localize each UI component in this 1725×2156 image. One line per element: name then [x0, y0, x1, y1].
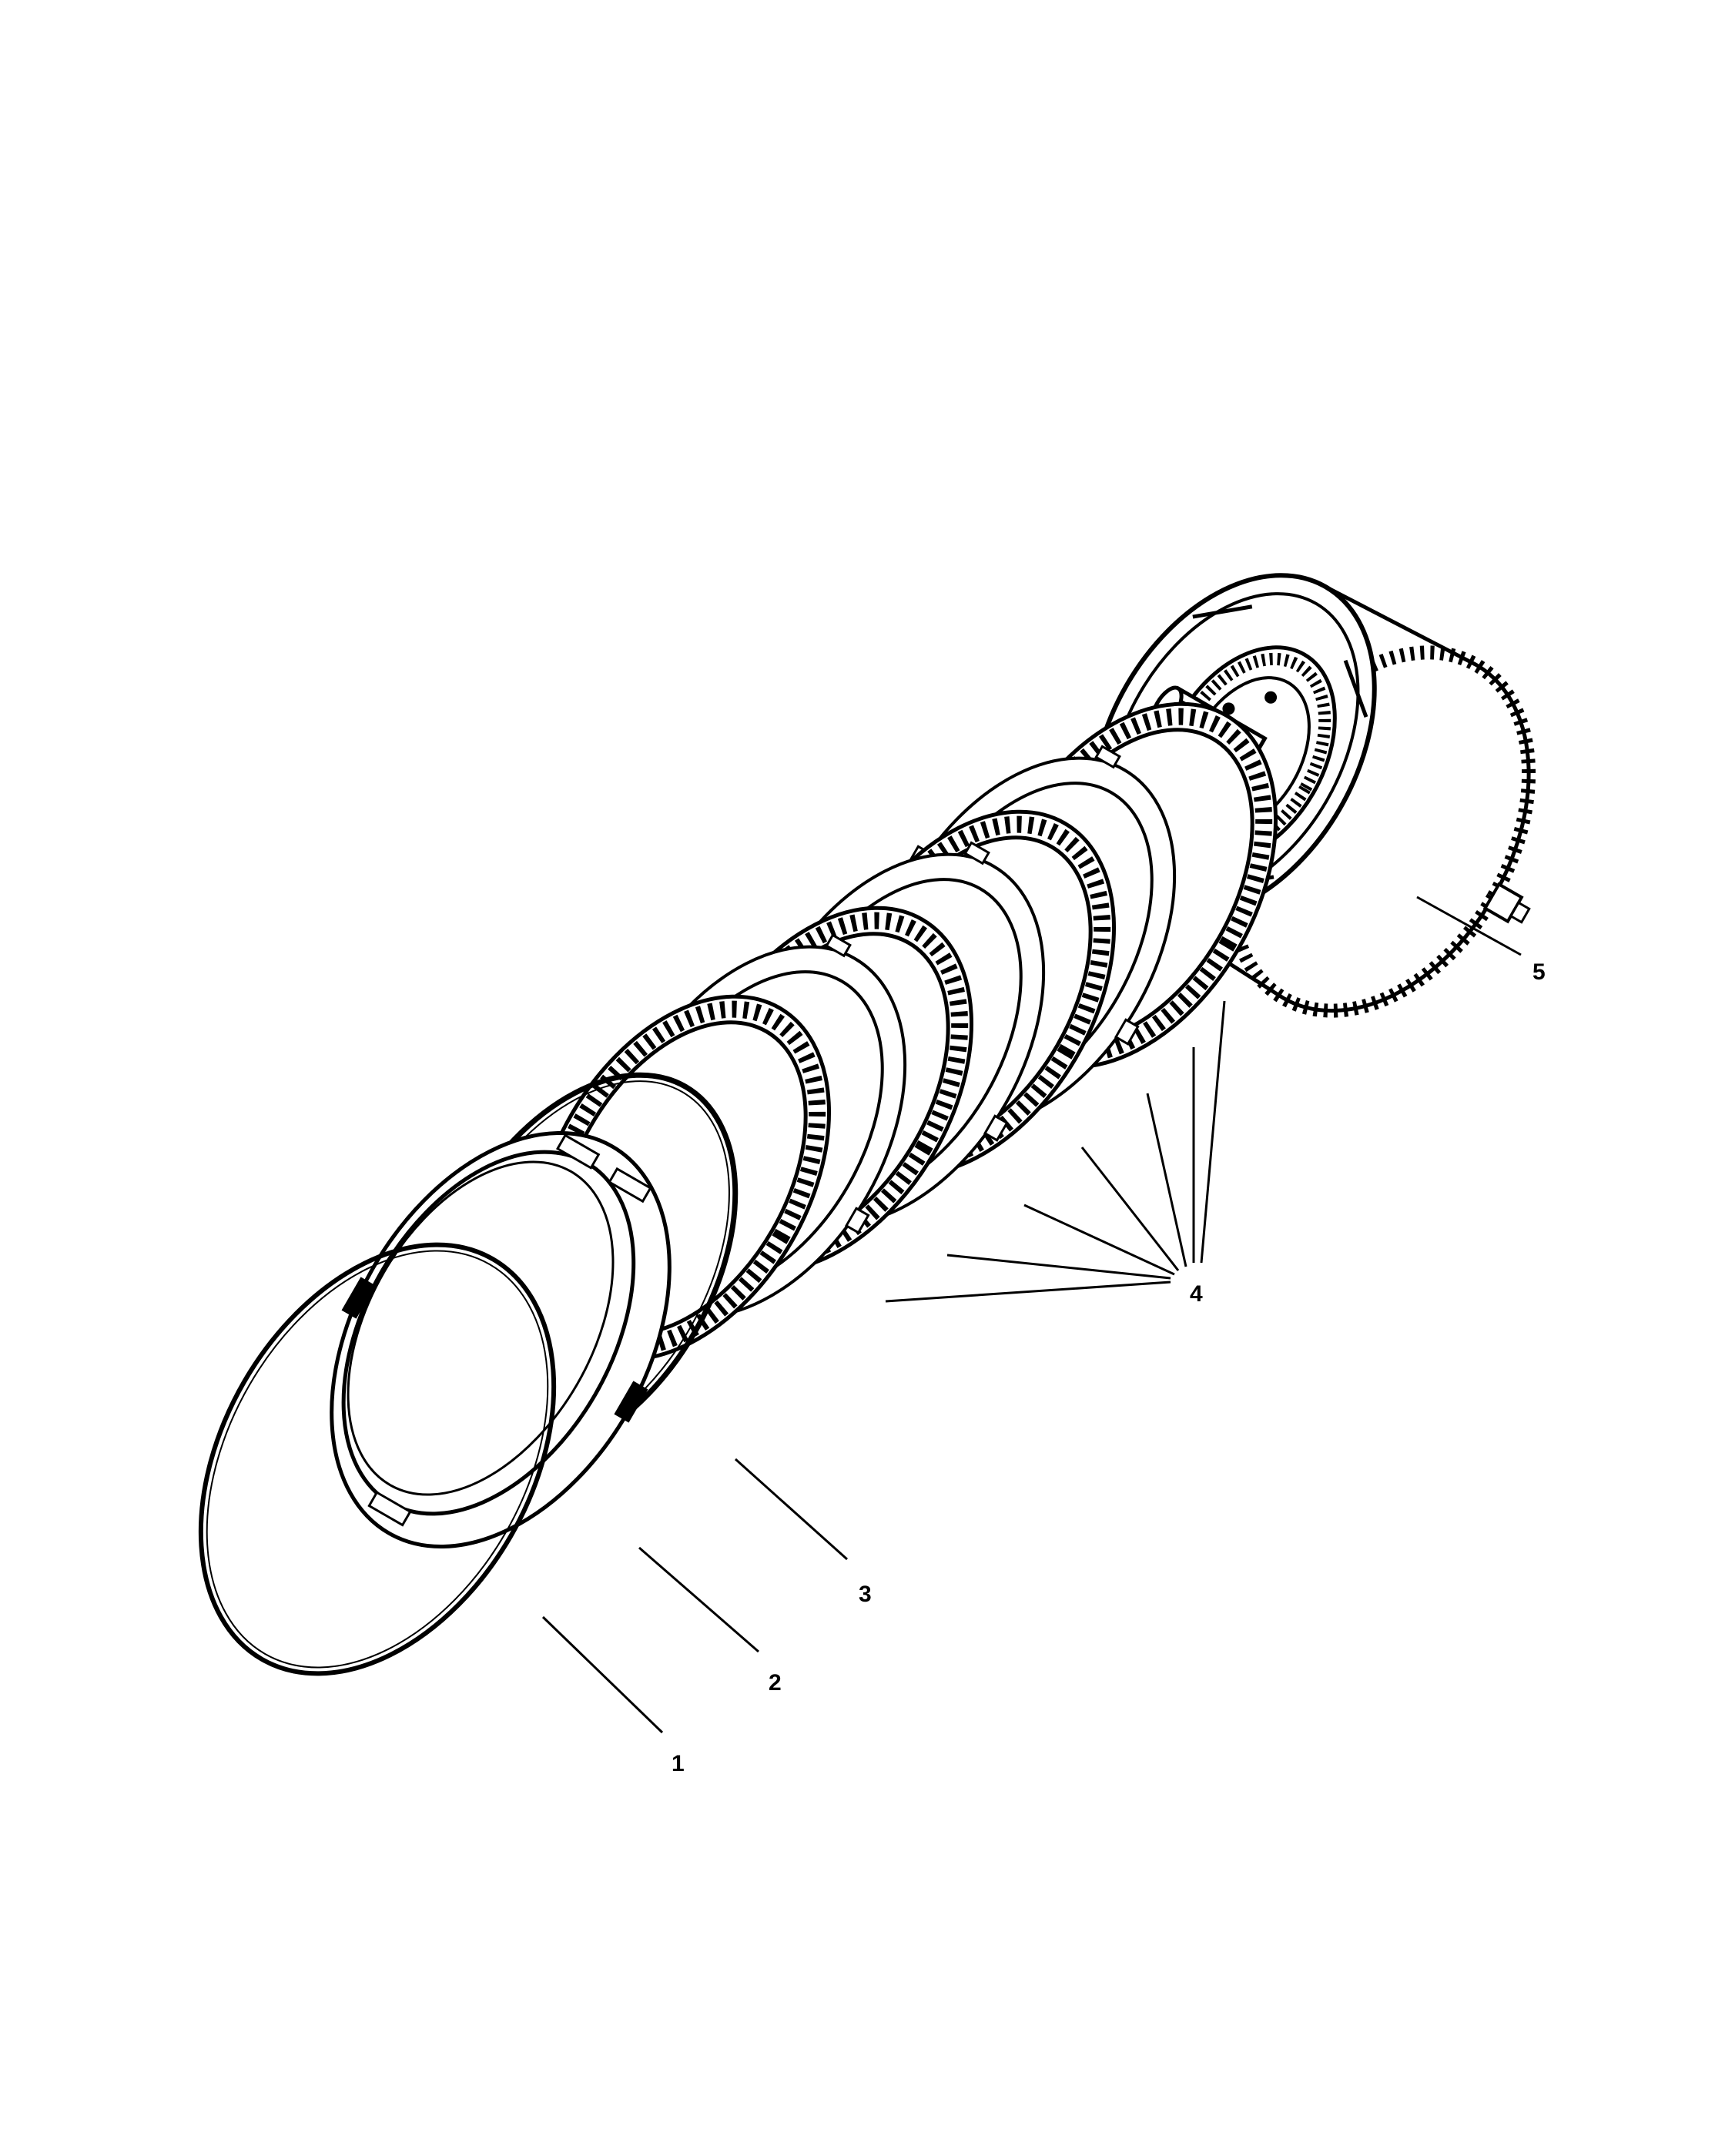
callout-4: 4 [1190, 1281, 1203, 1307]
backing-plate [330, 1130, 672, 1549]
callout-2: 2 [769, 1670, 782, 1696]
snap-ring [198, 1242, 557, 1676]
callout-3: 3 [859, 1582, 872, 1607]
leader-lines [541, 896, 1522, 1734]
callout-5: 5 [1532, 959, 1546, 985]
callout-1: 1 [672, 1751, 685, 1776]
